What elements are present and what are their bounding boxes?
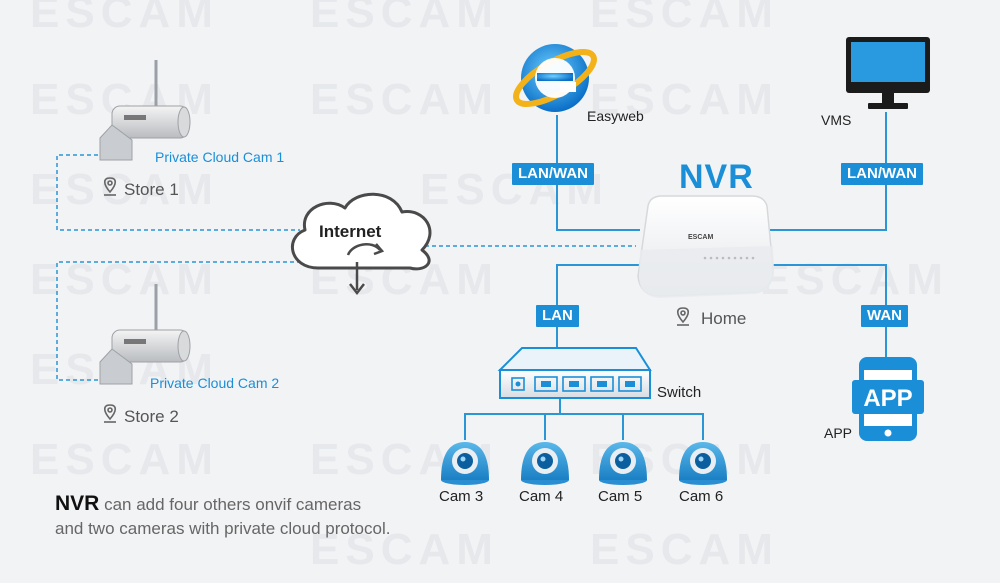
location-pin-icon [676,307,690,326]
nvr-device-icon: ESCAM [637,195,774,298]
vms-link-badge: LAN/WAN [841,163,923,185]
monitor-icon [846,37,930,109]
note-line-1: NVR can add four others onvif cameras [55,492,390,517]
vms-label: VMS [821,112,852,128]
dome-camera-icon [679,442,727,485]
cam-5-label: Cam 5 [598,488,643,505]
store-2-label: Store 2 [124,407,179,426]
location-pin-icon [103,177,117,196]
app-link-badge: WAN [861,305,908,327]
note-strong: NVR [55,492,100,515]
internet-cloud-icon [290,192,432,296]
store-1-label: Store 1 [124,180,179,199]
cam-4-label: Cam 4 [519,488,564,505]
browser-icon [513,44,597,112]
switch-label: Switch [657,384,702,401]
note-line-2: and two cameras with private cloud proto… [55,519,391,538]
cam-6-label: Cam 6 [679,488,724,505]
home-label: Home [701,309,747,328]
cam-3-label: Cam 3 [439,488,484,505]
internet-label: Internet [319,222,382,241]
easyweb-link-badge: LAN/WAN [512,163,594,185]
dome-camera-icon [441,442,489,485]
dome-camera-icon [521,442,569,485]
app-icon-text: APP [863,385,912,412]
easyweb-label: Easyweb [587,108,644,124]
mobile-app-icon: APP [852,357,924,441]
nvr-brand-label: ESCAM [688,234,713,241]
cloud-cam-1-label: Private Cloud Cam 1 [155,149,285,165]
cloud-links [56,154,636,381]
switch-link-badge: LAN [536,305,579,327]
dome-camera-icon [599,442,647,485]
note-text-1: can add four others onvif cameras [99,495,362,514]
network-switch-icon [497,347,652,399]
app-label: APP [824,425,853,441]
cloud-cam-2-label: Private Cloud Cam 2 [150,375,280,391]
nvr-title: NVR [679,158,754,196]
location-pin-icon [103,404,117,423]
description-note: NVR can add four others onvif cameras an… [55,492,390,541]
bullet-camera-1-icon [99,60,191,161]
bullet-camera-2-icon [99,284,191,385]
